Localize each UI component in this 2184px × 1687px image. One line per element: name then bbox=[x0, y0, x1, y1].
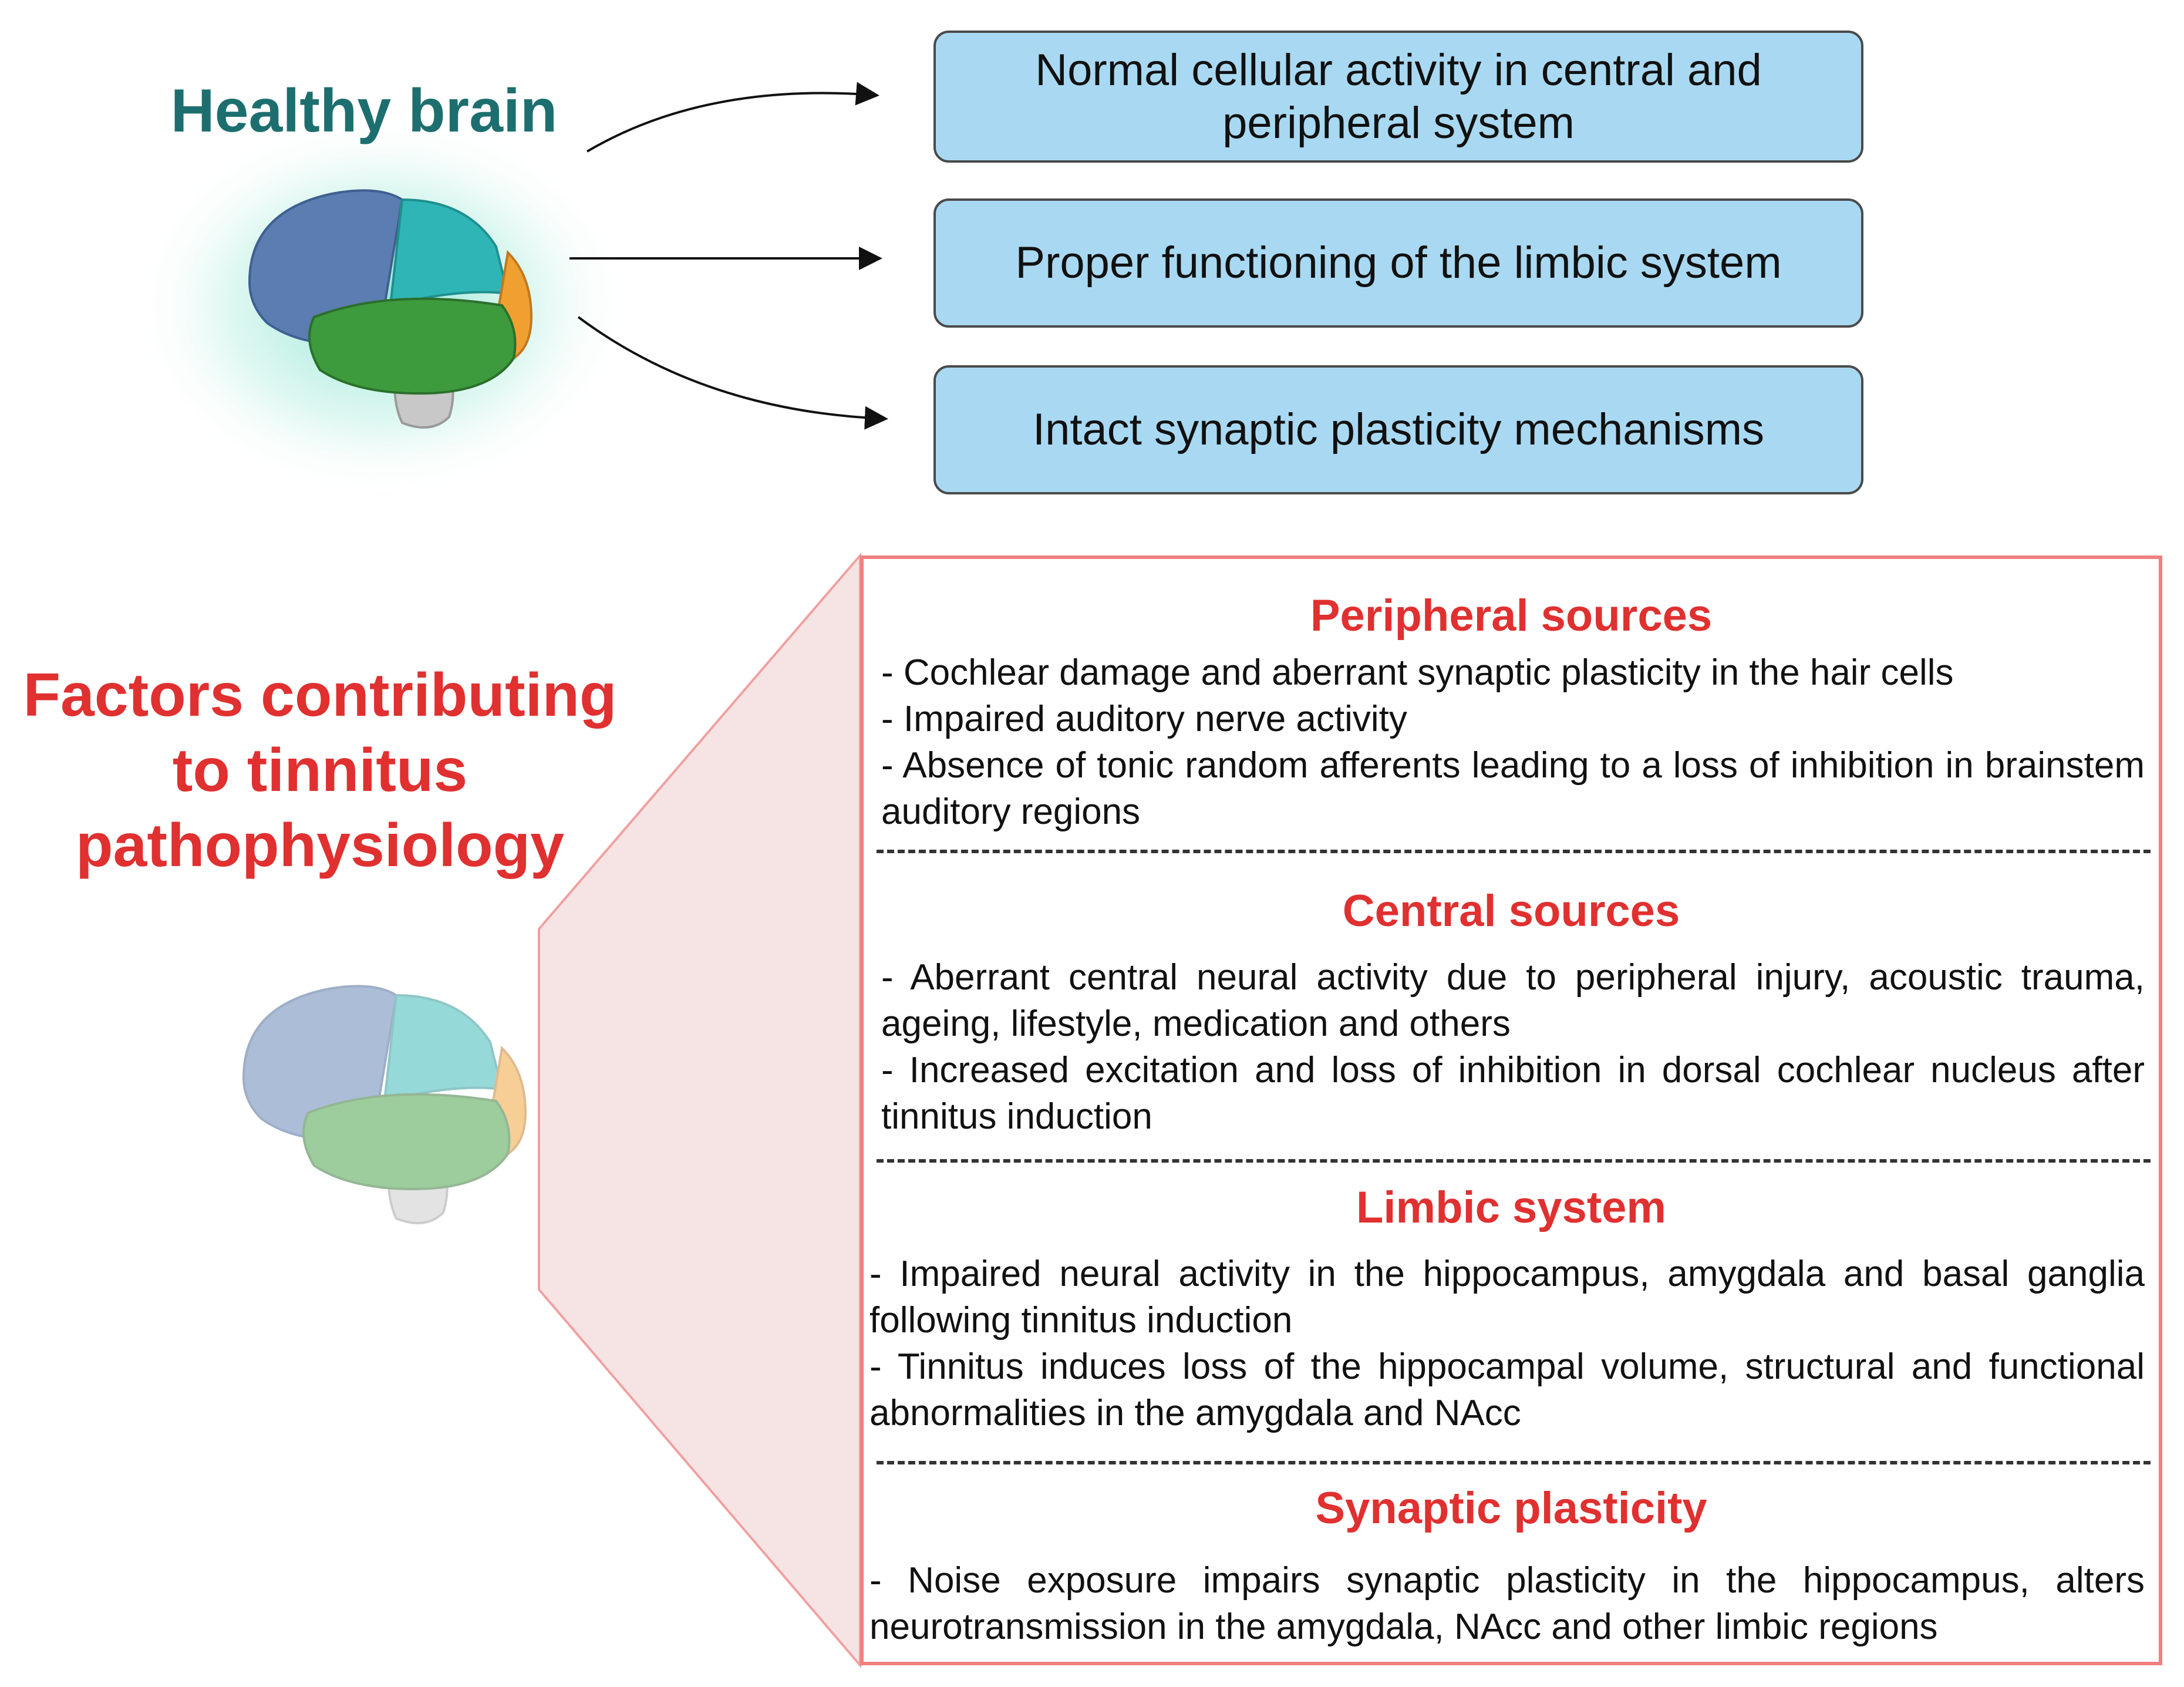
section-peripheral-sources: Peripheral sources - Cochlear damage and… bbox=[864, 590, 2159, 835]
list-item: - Impaired neural activity in the hippoc… bbox=[869, 1254, 2145, 1341]
healthy-box-cellular-activity: Normal cellular activity in central and … bbox=[933, 31, 1863, 163]
list-item: - Aberrant central neural activity due t… bbox=[881, 957, 2145, 1044]
section-divider bbox=[877, 1159, 2151, 1163]
factors-title-line: pathophysiology bbox=[76, 811, 564, 880]
list-item: - Absence of tonic random afferents lead… bbox=[881, 745, 2145, 832]
arrow-to-box-3 bbox=[577, 316, 888, 430]
brain-icon-faded bbox=[242, 985, 527, 1224]
section-body: - Noise exposure impairs synaptic plasti… bbox=[869, 1557, 2145, 1650]
section-body: - Aberrant central neural activity due t… bbox=[881, 954, 2145, 1140]
section-title: Synaptic plasticity bbox=[1315, 1483, 1707, 1533]
zoom-trapezoid bbox=[538, 552, 861, 1669]
healthy-box-limbic-system: Proper functioning of the limbic system bbox=[933, 198, 1863, 328]
factors-title: Factors contributing to tinnitus pathoph… bbox=[12, 658, 628, 883]
section-body: - Cochlear damage and aberrant synaptic … bbox=[881, 649, 2145, 835]
brain-icon-healthy bbox=[248, 189, 533, 429]
list-item: - Noise exposure impairs synaptic plasti… bbox=[869, 1560, 2145, 1647]
section-title: Peripheral sources bbox=[1310, 591, 1713, 641]
section-central-sources: Central sources - Aberrant central neura… bbox=[864, 885, 2159, 1140]
list-item: - Impaired auditory nerve activity bbox=[881, 699, 1407, 739]
section-divider bbox=[877, 1461, 2151, 1464]
arrow-to-box-1 bbox=[586, 82, 879, 153]
factors-panel: Peripheral sources - Cochlear damage and… bbox=[860, 555, 2162, 1665]
section-synaptic-plasticity: Synaptic plasticity - Noise exposure imp… bbox=[864, 1482, 2159, 1650]
section-body: - Impaired neural activity in the hippoc… bbox=[869, 1251, 2145, 1436]
list-item: - Cochlear damage and aberrant synaptic … bbox=[881, 652, 1954, 693]
list-item: - Tinnitus induces loss of the hippocamp… bbox=[869, 1346, 2145, 1433]
healthy-box-synaptic-plasticity: Intact synaptic plasticity mechanisms bbox=[933, 365, 1863, 494]
section-title: Limbic system bbox=[1356, 1183, 1666, 1233]
factors-title-line: Factors contributing bbox=[23, 661, 617, 729]
section-limbic-system: Limbic system - Impaired neural activity… bbox=[864, 1181, 2159, 1436]
healthy-brain-title: Healthy brain bbox=[170, 77, 558, 145]
list-item: - Increased excitation and loss of inhib… bbox=[881, 1050, 2145, 1137]
section-divider bbox=[877, 850, 2151, 853]
factors-title-line: to tinnitus bbox=[172, 736, 468, 804]
section-title: Central sources bbox=[1342, 886, 1680, 936]
